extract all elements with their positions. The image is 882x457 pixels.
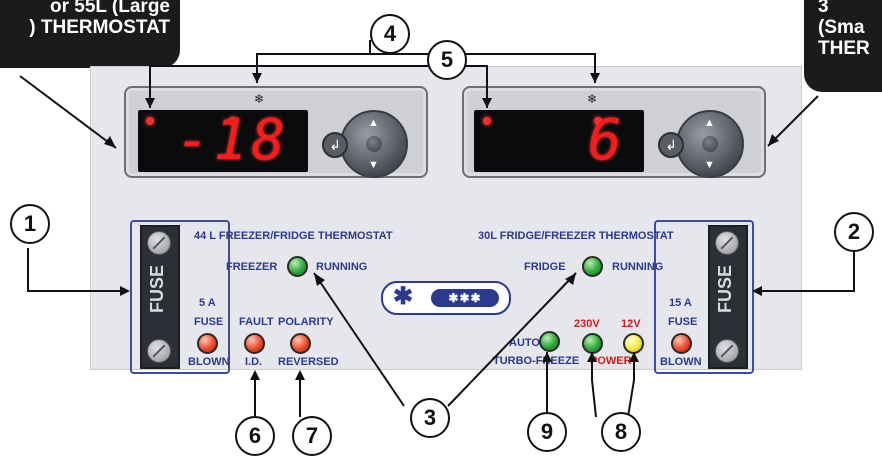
left-lcd-screen xyxy=(138,110,308,172)
right-fuse-label: FUSE xyxy=(668,316,698,328)
right-callout-line-2: (Sma xyxy=(818,17,865,38)
down-arrow-icon: ▼ xyxy=(704,159,715,171)
arrowhead xyxy=(587,352,597,362)
left-fuse-blown-led xyxy=(197,333,218,354)
arrowhead xyxy=(120,286,130,296)
left-control-knob[interactable]: ▲ ▼ ↲ xyxy=(322,110,408,178)
right-fuse-blown-label: BLOWN xyxy=(660,356,702,368)
power-230v-label: 230V xyxy=(574,318,600,330)
polarity-label: POLARITY xyxy=(278,316,334,328)
arrowhead xyxy=(314,273,325,286)
left-callout-line-1: or 55L (Large xyxy=(49,0,170,17)
arrowhead xyxy=(104,136,116,148)
fridge-running-led xyxy=(582,256,603,277)
callout-number-7: 7 xyxy=(292,416,332,456)
right-lcd-screen xyxy=(474,110,644,172)
star-rating-pill: ✱✱✱ xyxy=(431,289,499,307)
left-fuse-rating: 5 A xyxy=(199,297,216,309)
callout-number-6: 6 xyxy=(235,416,275,456)
right-fuse-blown-led xyxy=(671,333,692,354)
reversed-label: REVERSED xyxy=(278,356,339,368)
enter-icon[interactable]: ↲ xyxy=(658,132,684,158)
turbo-freeze-led xyxy=(539,331,560,352)
right-status-indicator xyxy=(483,117,491,125)
left-temperature-reading: -18 xyxy=(176,108,290,173)
screw-icon xyxy=(147,339,171,363)
right-callout-pointer xyxy=(767,95,819,147)
left-fuse-frame xyxy=(130,220,230,374)
arrowhead xyxy=(295,370,305,380)
fault-label: FAULT xyxy=(239,316,274,328)
right-thermostat-callout: 3 (Sma THER xyxy=(804,0,882,92)
id-label: I.D. xyxy=(245,356,263,368)
auto-label: AUTO xyxy=(509,337,540,349)
screw-icon xyxy=(715,231,739,255)
fault-id-led xyxy=(244,333,265,354)
right-control-knob[interactable]: ▲ ▼ ↲ xyxy=(658,110,744,178)
snowflake-icon: ✱ xyxy=(393,283,414,310)
arrowhead xyxy=(629,352,639,362)
left-section-title: 44 L FREEZER/FRIDGE THERMOSTAT xyxy=(194,230,393,242)
up-arrow-icon: ▲ xyxy=(704,117,715,129)
left-callout-pointer xyxy=(19,75,117,149)
right-callout-line-3: THER xyxy=(818,38,870,59)
arrowhead xyxy=(482,98,492,108)
knob-center xyxy=(366,136,382,152)
pointer-3a xyxy=(313,272,405,407)
arrowhead xyxy=(145,98,155,108)
arrowhead xyxy=(590,73,600,83)
fridge-running-label: RUNNING xyxy=(612,261,664,273)
left-status-indicator xyxy=(146,117,154,125)
left-thermostat-callout: or 55L (Large ) THERMOSTAT xyxy=(0,0,180,68)
left-compressor-indicator xyxy=(229,117,237,125)
left-fuse-label: FUSE xyxy=(194,316,224,328)
callout-number-1: 1 xyxy=(10,204,50,244)
left-snowflake-icon: ❄ xyxy=(254,92,265,106)
callout-number-3: 3 xyxy=(410,398,450,438)
right-temperature-reading: 6 xyxy=(588,108,626,173)
knob-center xyxy=(702,136,718,152)
right-fuse-rating: 15 A xyxy=(669,297,692,309)
callout-number-9: 9 xyxy=(527,412,567,452)
polarity-reversed-led xyxy=(290,333,311,354)
power-12v-label: 12V xyxy=(621,318,641,330)
right-section-title: 30L FRIDGE/FREEZER THERMOSTAT xyxy=(478,230,674,242)
right-compressor-indicator xyxy=(594,117,602,125)
pointer-3b xyxy=(447,272,577,407)
pointer-2 xyxy=(754,248,855,292)
bracket-4 xyxy=(256,53,596,83)
freezer-running-label: RUNNING xyxy=(316,261,368,273)
enter-icon[interactable]: ↲ xyxy=(322,132,348,158)
freezer-rating-badge: ✱ ✱✱✱ xyxy=(381,281,511,315)
freezer-label: FREEZER xyxy=(226,261,278,273)
arrowhead xyxy=(542,352,552,362)
freezer-running-led xyxy=(287,256,308,277)
left-fuse-holder[interactable]: FUSE xyxy=(140,225,180,369)
fridge-label: FRIDGE xyxy=(524,261,566,273)
screw-icon xyxy=(715,339,739,363)
callout-number-4: 4 xyxy=(370,14,410,54)
left-callout-line-2: ) THERMOSTAT xyxy=(29,17,170,38)
pointer-1 xyxy=(27,248,128,292)
callout-number-5: 5 xyxy=(427,40,467,80)
power-label: POWER xyxy=(590,355,632,367)
right-fuse-frame xyxy=(654,220,754,374)
right-fuse-holder[interactable]: FUSE xyxy=(708,225,748,369)
arrowhead xyxy=(252,73,262,83)
right-snowflake-icon: ❄ xyxy=(587,92,598,106)
callout-number-2: 2 xyxy=(834,212,874,252)
callout-number-8: 8 xyxy=(601,412,641,452)
arrowhead xyxy=(768,134,779,146)
screw-icon xyxy=(147,231,171,255)
down-arrow-icon: ▼ xyxy=(368,159,379,171)
arrowhead xyxy=(250,370,260,380)
arrowhead xyxy=(565,273,576,285)
bracket-5 xyxy=(149,65,488,108)
turbo-freeze-label: TURBO-FREEZE xyxy=(493,355,580,367)
up-arrow-icon: ▲ xyxy=(368,117,379,129)
left-fuse-blown-label: BLOWN xyxy=(188,356,230,368)
arrowhead xyxy=(752,286,762,296)
right-callout-line-1: 3 xyxy=(818,0,829,17)
